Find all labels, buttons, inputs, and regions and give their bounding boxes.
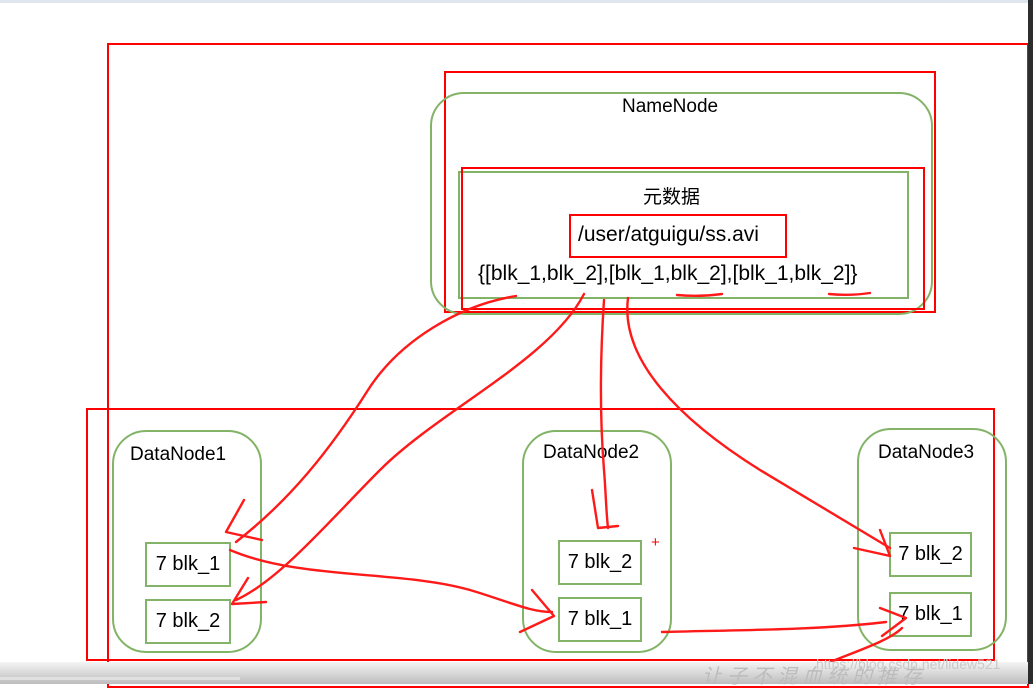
video-progress-track[interactable]	[0, 677, 240, 680]
datanode1-title: DataNode1	[130, 444, 227, 465]
arrowhead	[852, 528, 892, 558]
file-path: /user/atguigu/ss.avi	[578, 223, 759, 246]
squiggle-mark	[828, 626, 904, 664]
arrow-dn2-to-dn3	[660, 620, 888, 634]
namenode-highlight-box	[444, 71, 936, 313]
datanode3-title: DataNode3	[878, 442, 975, 463]
arrowhead	[230, 576, 268, 606]
right-edge-strip	[1028, 0, 1033, 684]
metadata-box	[458, 171, 909, 299]
arrow-to-dn1-blk2	[234, 292, 586, 602]
namenode-title: NameNode	[622, 96, 719, 117]
datanode2-box	[522, 430, 672, 653]
datanode2-title: DataNode2	[543, 442, 640, 463]
arrowhead	[518, 588, 556, 634]
datanode3-block-2: 7 blk_1	[889, 592, 972, 637]
path-highlight-box	[569, 214, 787, 258]
arrowhead	[224, 498, 264, 542]
plus-mark: +	[651, 534, 660, 551]
datanode1-box	[112, 430, 262, 653]
datanode1-block-1: 7 blk_1	[145, 542, 231, 587]
datanode3-box	[857, 428, 1007, 651]
datanode-zone-highlight	[86, 408, 995, 661]
datanode1-block-2: 7 blk_2	[145, 599, 231, 644]
watermark-url: https://blog.csdn.net/lidew521	[816, 656, 1001, 672]
arrow-to-dn1-blk1	[234, 294, 518, 544]
arrow-to-dn2-blk2	[599, 298, 610, 530]
metadata-highlight-box	[461, 167, 925, 310]
block-list: {[blk_1,blk_2],[blk_1,blk_2],[blk_1,blk_…	[478, 262, 858, 285]
arrow-to-dn3-blk2	[626, 296, 892, 550]
metadata-label: 元数据	[643, 187, 701, 208]
arrowhead	[590, 488, 620, 530]
underline-mark	[675, 292, 724, 297]
video-bottom-bar	[0, 662, 1028, 684]
arrowhead	[878, 606, 908, 638]
datanode3-block-1: 7 blk_2	[889, 532, 972, 577]
top-border-line	[0, 0, 1033, 3]
namenode-box	[430, 92, 933, 315]
datanode2-block-1: 7 blk_2	[558, 540, 642, 585]
arrow-dn1-to-dn2	[228, 548, 554, 614]
handwritten-note: 让子不混血统的推存	[702, 666, 927, 688]
underline-mark	[827, 291, 872, 296]
datanode2-block-2: 7 blk_1	[558, 597, 642, 642]
